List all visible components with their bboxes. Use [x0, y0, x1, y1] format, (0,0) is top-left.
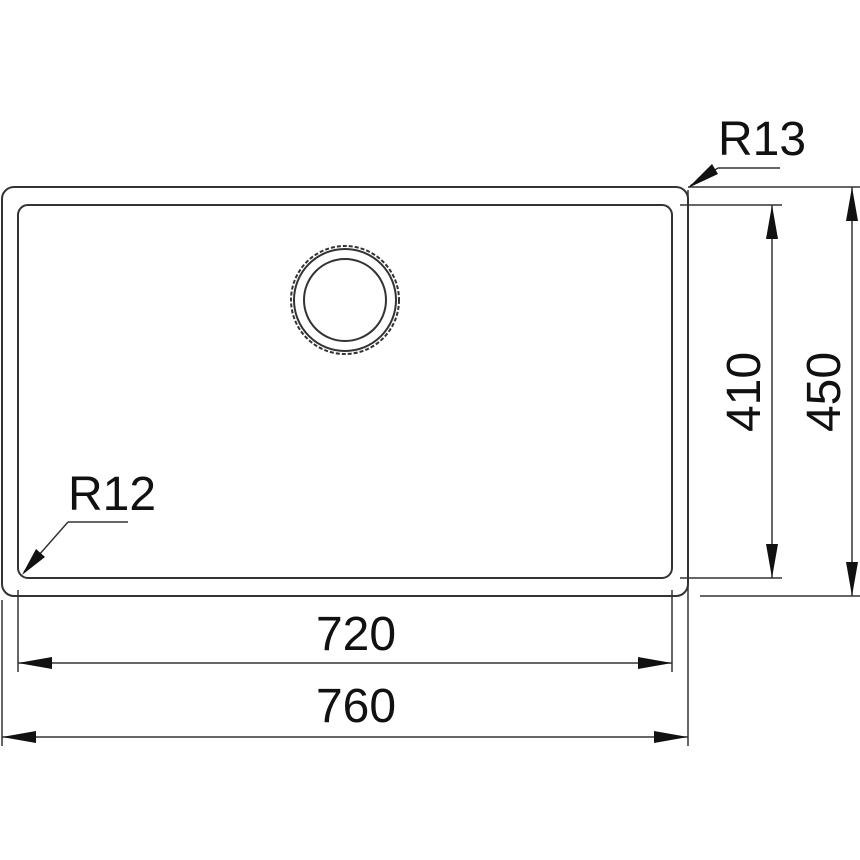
dimension-label-inner-width: 720	[316, 608, 396, 661]
radius-label-outer: R13	[718, 113, 806, 166]
dimension-720: 720	[18, 608, 672, 669]
dimension-label-outer-depth: 450	[798, 352, 851, 432]
dimension-450: 450	[798, 187, 858, 596]
drain-icon	[290, 245, 400, 355]
dimension-410: 410	[718, 205, 778, 578]
sink-bowl-outline	[17, 204, 673, 579]
dimension-label-inner-depth: 410	[718, 352, 771, 432]
dimension-760: 760	[2, 680, 688, 743]
radius-callout-r13: R13	[688, 113, 806, 188]
extension-lines	[1, 186, 860, 746]
dimension-label-outer-width: 760	[316, 680, 396, 733]
radius-callout-r12: R12	[22, 468, 156, 575]
radius-label-inner: R12	[68, 468, 156, 521]
